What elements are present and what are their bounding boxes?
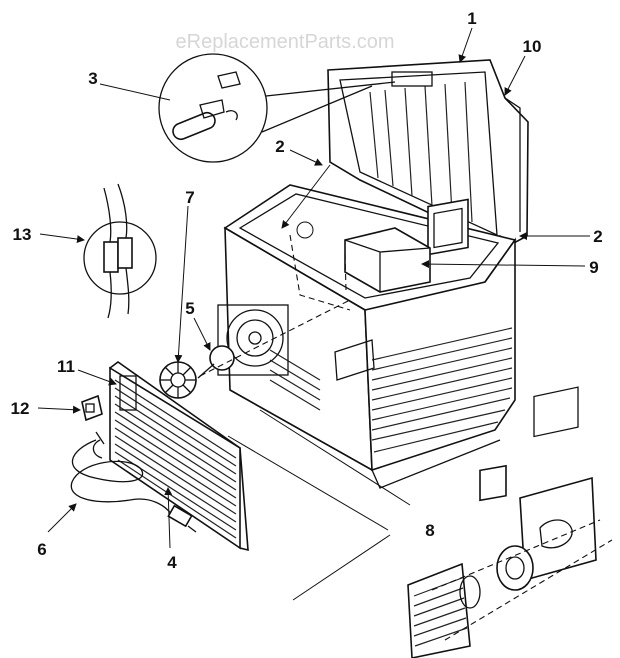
callout-13: 13 (13, 225, 32, 244)
inner-plate-outline (289, 234, 351, 311)
callout-9: 9 (589, 258, 598, 277)
callout-10: 10 (523, 37, 542, 56)
callout-numbers: 1 10 3 2 2 9 7 5 13 11 12 4 6 8 (11, 9, 603, 572)
callout-5: 5 (185, 299, 194, 318)
inner-container (344, 227, 431, 293)
callout-4: 4 (167, 553, 177, 572)
callout-7: 7 (185, 188, 194, 207)
switch (81, 394, 103, 422)
callout-8: 8 (425, 521, 434, 540)
callout-6: 6 (37, 540, 46, 559)
cooler-lid (327, 59, 529, 245)
inner-fitting (296, 221, 314, 239)
callout-2-upper: 2 (275, 137, 284, 156)
power-cord (70, 431, 197, 533)
watermark-text: eReplacementParts.com (176, 31, 395, 53)
condenser-assembly (407, 386, 613, 658)
callout-3: 3 (88, 69, 97, 88)
callout-1: 1 (467, 9, 476, 28)
callout-leaders (37, 27, 590, 549)
grille-panel (108, 361, 249, 552)
explosion-lines (199, 253, 411, 601)
callout-12: 12 (11, 399, 30, 418)
body-ribs (371, 327, 513, 453)
callout-2-right: 2 (593, 227, 602, 246)
callout-11: 11 (57, 357, 75, 376)
latch-detail-circle (158, 53, 396, 163)
cooler-body (217, 184, 517, 489)
wire-connector-detail (83, 183, 157, 319)
motor (197, 345, 235, 379)
fan-blade (159, 361, 197, 399)
